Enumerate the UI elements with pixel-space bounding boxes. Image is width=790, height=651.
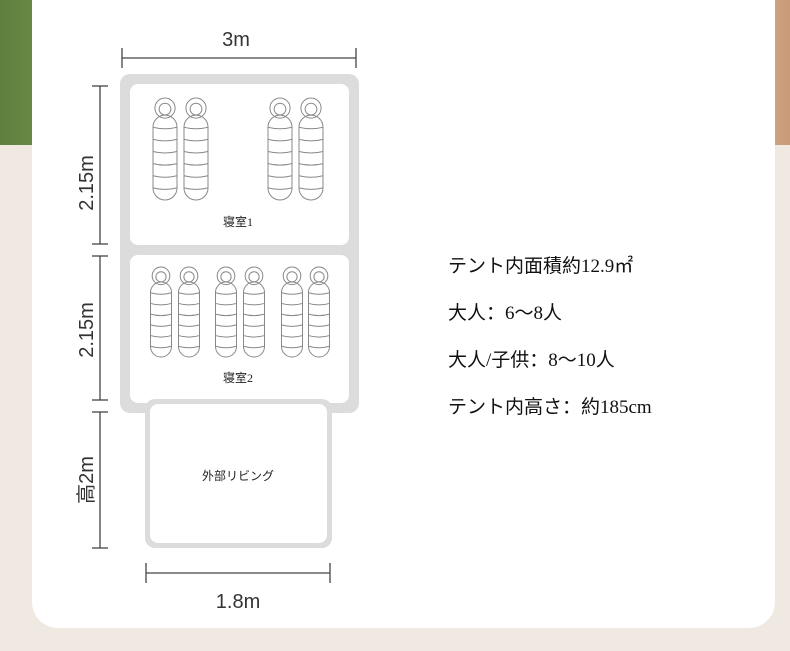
spec-adults: 大人：6～8人: [448, 303, 563, 324]
sleeping-bag-icon: [152, 97, 178, 201]
dimension-bottom: 1.8m: [145, 563, 331, 613]
dimension-bottom-label: 1.8m: [216, 591, 260, 613]
bedroom1-sleeping-bags: [152, 97, 324, 201]
sleeping-bag-icon: [298, 97, 324, 201]
living-label: 外部リビング: [202, 468, 274, 483]
bedroom2-label: 寝室2: [223, 370, 253, 385]
spec-adults-children: 大人/子供：8～10人: [448, 350, 615, 371]
bedroom2-sleeping-bags: [150, 266, 330, 358]
dimension-bedroom2-label: 2.15m: [76, 302, 98, 358]
sleeping-bag-icon: [150, 266, 172, 358]
sleeping-bag-icon: [243, 266, 265, 358]
sleeping-bag-icon: [308, 266, 330, 358]
dimension-living-label: 高2m: [75, 456, 98, 504]
sleeping-bag-icon: [183, 97, 209, 201]
dimension-top-label: 3m: [222, 29, 250, 51]
dimension-left: 2.15m 2.15m 高2m: [75, 85, 108, 549]
sleeping-bag-icon: [215, 266, 237, 358]
sleeping-bag-icon: [267, 97, 293, 201]
tent-specs: テント内面積約12.9㎡ 大人：6～8人 大人/子供：8～10人 テント内高さ：…: [448, 250, 652, 438]
spec-area: テント内面積約12.9㎡: [448, 256, 634, 277]
bedroom2-area: [130, 255, 349, 403]
dimension-top: 3m: [121, 29, 357, 68]
sleeping-bag-icon: [178, 266, 200, 358]
bedroom1-label: 寝室1: [223, 214, 253, 229]
spec-height: テント内高さ：約185cm: [448, 397, 652, 418]
dimension-bedroom1-label: 2.15m: [76, 155, 98, 211]
sleeping-bag-icon: [281, 266, 303, 358]
living-area: [150, 404, 327, 543]
